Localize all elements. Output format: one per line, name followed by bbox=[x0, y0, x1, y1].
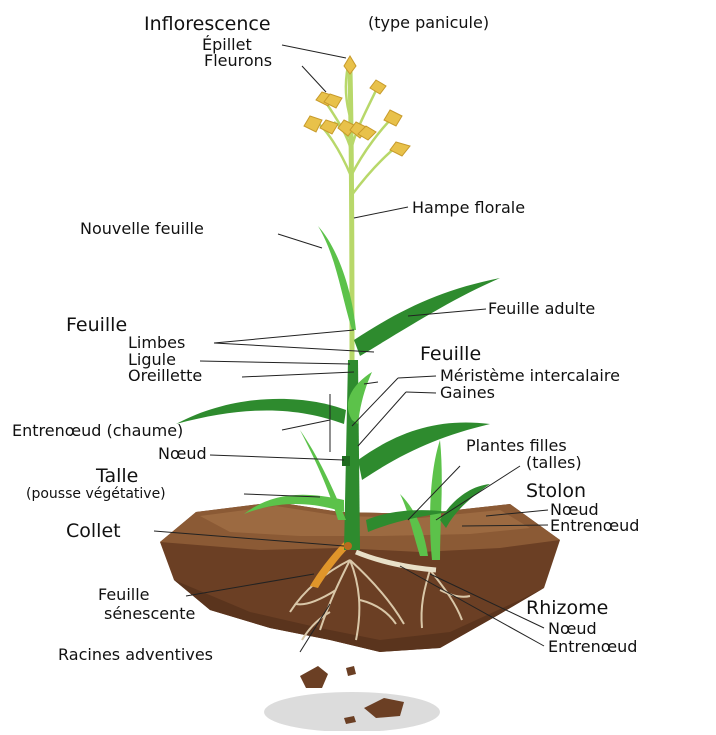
label-talles: (talles) bbox=[526, 453, 582, 472]
label-rhizome: Rhizome bbox=[526, 597, 608, 619]
soil-crumb bbox=[346, 666, 356, 676]
node-marker bbox=[342, 456, 350, 466]
label-collet: Collet bbox=[66, 520, 121, 542]
collar-marker bbox=[344, 542, 352, 550]
label-inflorescence: Inflorescence bbox=[144, 13, 271, 35]
spikelets bbox=[304, 56, 410, 156]
label-talle: Talle bbox=[95, 465, 138, 487]
label-rhizome-noeud: Nœud bbox=[548, 619, 597, 638]
label-stolon: Stolon bbox=[526, 480, 586, 502]
label-nouvelle-feuille: Nouvelle feuille bbox=[80, 219, 204, 238]
label-oreillette: Oreillette bbox=[128, 366, 202, 385]
label-gaines: Gaines bbox=[440, 383, 495, 402]
ground-shadow bbox=[264, 692, 440, 731]
label-inflorescence-type: (type panicule) bbox=[368, 13, 489, 32]
label-rhizome-entrenoeud: Entrenœud bbox=[548, 637, 637, 656]
soil-block bbox=[160, 502, 560, 652]
label-entrenoeud-chaume: Entrenœud (chaume) bbox=[12, 421, 183, 440]
label-racines-adventives: Racines adventives bbox=[58, 645, 213, 664]
soil-crumb bbox=[300, 666, 328, 688]
label-talle-sub: (pousse végétative) bbox=[26, 486, 166, 502]
label-feuille-senescente-1: Feuille bbox=[98, 585, 150, 604]
label-feuille-left: Feuille bbox=[66, 314, 127, 336]
label-feuille-adulte: Feuille adulte bbox=[488, 299, 595, 318]
label-feuille-right: Feuille bbox=[420, 343, 481, 365]
label-fleurons: Fleurons bbox=[204, 51, 272, 70]
label-noeud: Nœud bbox=[158, 444, 207, 463]
label-stolon-entrenoeud: Entrenœud bbox=[550, 516, 639, 535]
label-hampe-florale: Hampe florale bbox=[412, 198, 525, 217]
label-feuille-senescente-2: sénescente bbox=[104, 604, 195, 623]
